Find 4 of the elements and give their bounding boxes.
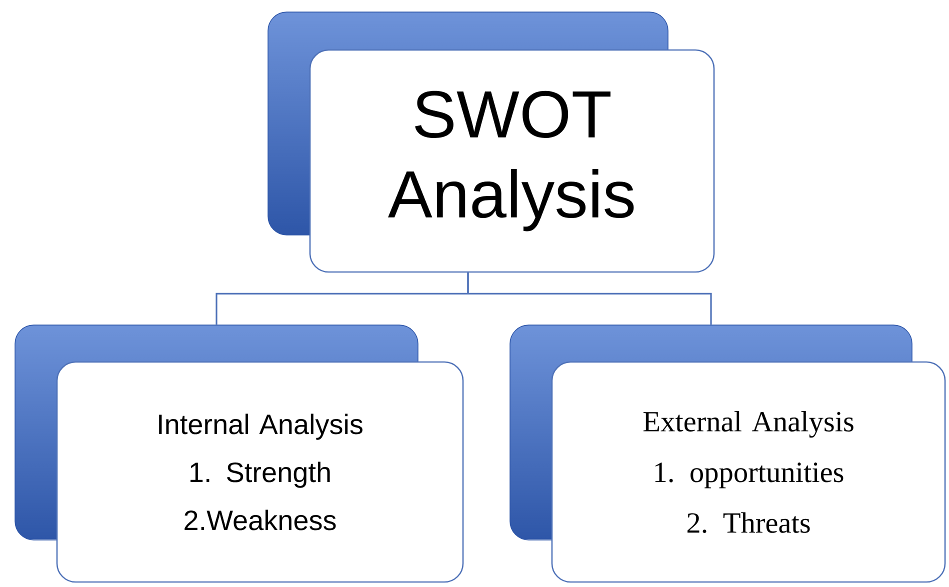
text-box: External Analysis 1. opportunities 2. Threats <box>551 361 946 583</box>
connector-line <box>467 272 712 325</box>
text-box: Internal Analysis 1. Strength 2.Weakness <box>56 361 464 583</box>
text-box: SWOT Analysis <box>309 49 715 273</box>
